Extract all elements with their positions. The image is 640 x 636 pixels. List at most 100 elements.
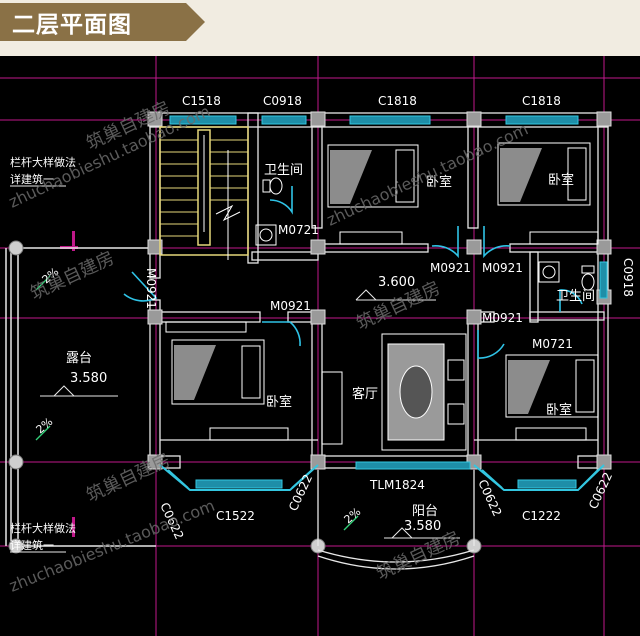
window-pane [599,261,608,299]
window-pane [517,479,577,489]
door-swings [123,186,583,359]
column [310,239,326,255]
door-swing [559,289,583,312]
room-label: 卫生间 [264,163,303,178]
brand-watermark: 筑巢自建房 [83,449,173,506]
door-label: M0921 [482,311,523,325]
railing-curve [317,555,475,570]
column [147,309,163,325]
stair-break-line [215,204,241,222]
slope-arrow [35,275,51,291]
wardrobe-icon [209,427,289,441]
bathroom-fixtures [255,177,595,291]
column [310,454,326,470]
window-panes [169,115,608,489]
header-bar: 二层平面图 [0,0,640,48]
railing-note: 详建筑一 [10,538,54,552]
door-label: M0921 [144,268,158,309]
bed-blanket [500,148,542,202]
wardrobe-icon [339,231,403,245]
room-label: 卧室 [426,174,452,190]
window-labels: C1518 C0918 C1818 C1818 C1522 C1222 TLM1… [182,94,561,523]
window-label: C0622 [475,477,504,518]
railing-note: 详建筑一 [10,172,54,186]
door-swing [123,271,158,302]
level-markers [40,289,460,539]
wall-left-lower [149,299,161,466]
wall-col-a2 [311,317,323,469]
column [147,111,163,127]
bay-window-side [291,469,313,489]
door-label: M0721 [532,337,573,351]
window-label: C1522 [216,509,255,523]
title-banner [0,3,205,41]
railing-notes: 栏杆大样做法 详建筑一 栏杆大样做法 详建筑一 [10,155,76,552]
window-pane [169,115,237,125]
door-label: M0721 [278,223,319,237]
column [596,239,612,255]
room-labels: 卫生间 卫生间 卧室 卧室 卧室 卧室 客厅 露台 阳台 [66,163,595,519]
bay-windows [159,464,605,491]
window-pane [261,115,307,125]
toilet-tank [581,265,595,274]
balcony-railing [317,470,475,570]
wall-bath-bottom [251,251,319,261]
beds [171,142,599,418]
sofa-icon [381,333,467,451]
toilet-tank [262,179,271,193]
window-label: C1818 [378,94,417,108]
wall-mid-h-left [149,311,261,323]
room-label: 阳台 [412,504,438,519]
stair-handrail [197,129,211,246]
bed-pillow [241,345,261,399]
bed-pillow [567,147,587,201]
window-pane [195,479,283,489]
floor-plan-drawing: C1518 C0918 C1818 C1818 C1522 C1222 TLM1… [0,56,640,636]
door-labels: M0721 M0721 M0921 M0921 M0921 M0921 M092… [144,223,573,351]
armchair-icon [447,359,465,381]
wall-col-b2 [467,317,479,469]
railing-note: 栏杆大样做法 [10,155,76,169]
level-marker [391,527,413,539]
window-label: C1222 [522,509,561,523]
sink-bowl [542,265,556,279]
sink-bowl [259,228,273,242]
window-pane [355,461,471,470]
bed-blankets [174,148,550,414]
wardrobe-icon [515,427,587,441]
window-label: TLM1824 [369,478,425,492]
level-label: 3.580 [404,519,441,534]
railing-curve [317,549,475,563]
bay-window-side [579,469,599,489]
column [310,309,326,325]
bed-blanket [508,360,550,414]
wardrobe-icon [165,321,247,333]
bed-icon [505,354,599,418]
column [466,309,482,325]
toilet-icon [581,273,595,291]
bed-pillow [575,359,595,413]
door-label: M0921 [430,261,471,275]
walls [149,112,609,469]
slope-label: 2% [342,505,364,526]
door-swing [477,330,505,359]
room-label: 客厅 [352,386,378,402]
column [310,111,326,127]
toilet-icon [269,177,283,195]
level-marker [53,385,75,397]
railing-post [8,454,24,470]
level-labels: 3.600 3.580 3.580 [70,275,441,534]
door-swing [262,321,301,347]
level-marker [355,289,377,301]
level-label: 3.580 [70,371,107,386]
coffee-table-icon [399,365,433,419]
columns [147,111,612,470]
room-label: 卧室 [266,394,292,410]
room-label: 卧室 [548,172,574,188]
column [147,239,163,255]
living-room-furniture [321,333,467,451]
room-label: 露台 [66,351,92,366]
sink-icon [255,224,277,246]
window-label: C1818 [522,94,561,108]
